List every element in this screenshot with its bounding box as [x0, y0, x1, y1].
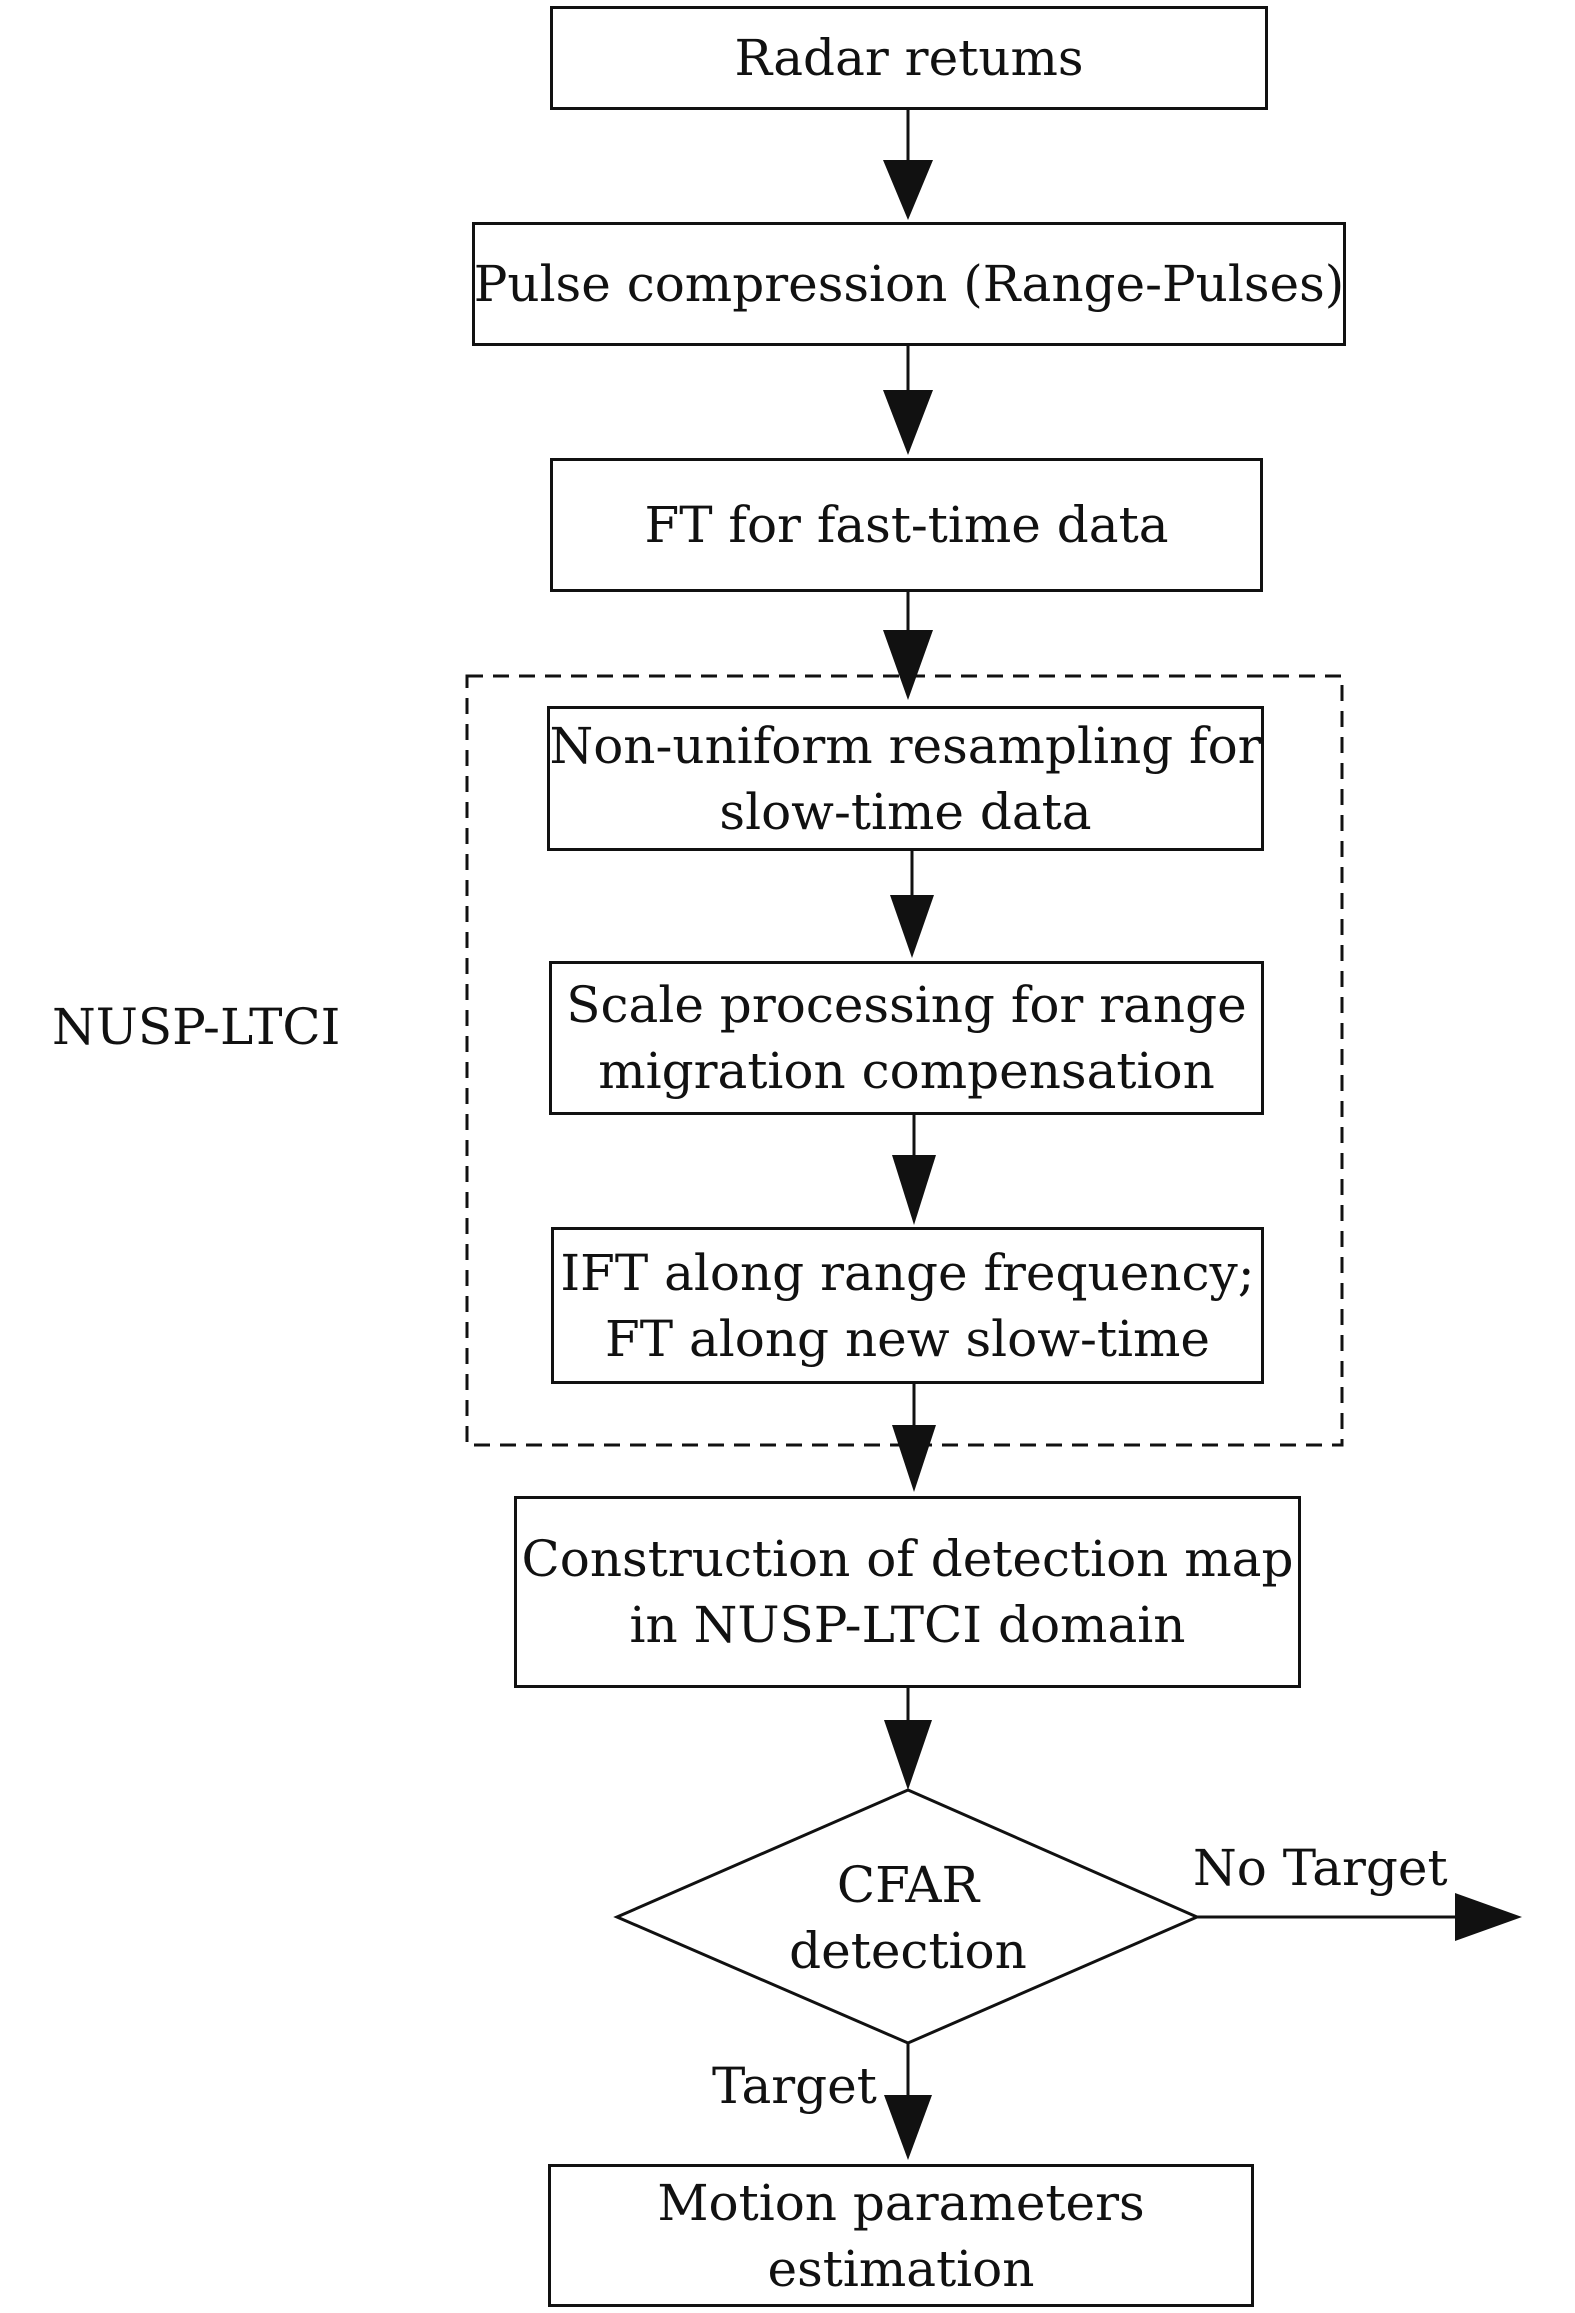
arrow-ft-to-resampling	[883, 590, 933, 700]
edge-label-target: Target	[712, 2057, 877, 2115]
arrow-ift-to-construction	[892, 1383, 936, 1492]
step-ft-fast-time: FT for fast-time data	[550, 458, 1263, 592]
arrow-construction-to-cfar	[884, 1687, 932, 1790]
arrow-no-target	[1197, 1893, 1522, 1941]
step-scale-processing: Scale processing for range migration com…	[549, 961, 1264, 1115]
arrow-target	[884, 2043, 932, 2160]
step-radar-returns: Radar retums	[550, 6, 1268, 110]
step-nonuniform-resampling: Non-uniform resampling for slow-time dat…	[547, 706, 1264, 851]
arrow-scale-to-ift	[892, 1114, 936, 1225]
step-pulse-compression: Pulse compression (Range-Pulses)	[472, 222, 1346, 346]
edge-label-no-target: No Target	[1193, 1839, 1448, 1897]
arrow-radar-to-pulse	[883, 110, 933, 220]
nusp-ltci-group-label: NUSP-LTCI	[52, 998, 341, 1056]
step-ift-ft: IFT along range frequency; FT along new …	[551, 1227, 1264, 1384]
arrow-pulse-to-ft	[883, 346, 933, 455]
step-cfar-detection: CFAR detection	[789, 1856, 1027, 1980]
step-motion-estimation: Motion parameters estimation	[548, 2164, 1254, 2307]
arrow-resampling-to-scale	[890, 850, 934, 958]
step-construction-map: Construction of detection map in NUSP-LT…	[514, 1496, 1301, 1688]
